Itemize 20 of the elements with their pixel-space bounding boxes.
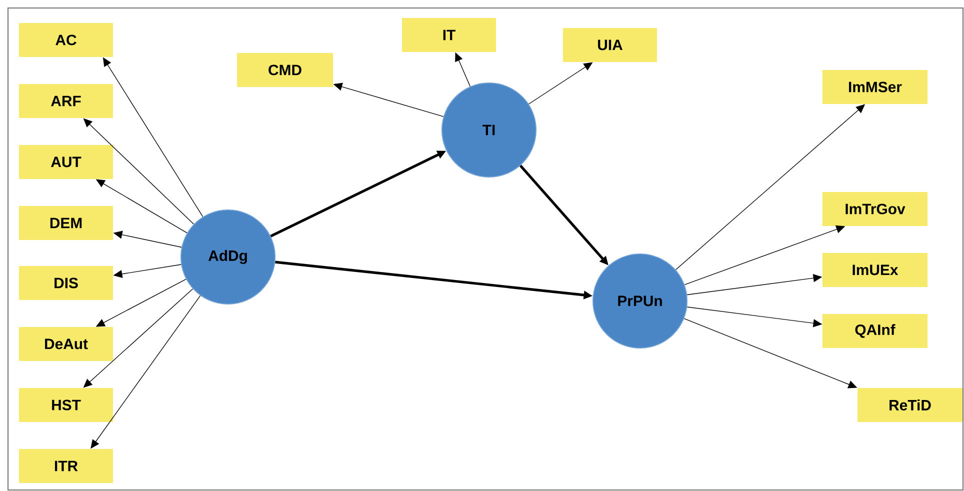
circle-node: PrPUn (592, 253, 688, 348)
label-box: QAInf (822, 314, 928, 348)
label-box: HST (19, 388, 113, 422)
arrow (83, 118, 194, 224)
label-box: ImMSer (822, 70, 928, 104)
label-box: ARF (19, 84, 113, 118)
circle-node: AdDg (180, 209, 276, 304)
label-box: ITR (19, 448, 113, 483)
label-box: DIS (19, 266, 113, 300)
circle-node: TI (442, 82, 536, 178)
label-box: CMD (237, 53, 333, 87)
label-box: AC (19, 23, 113, 57)
label-box: ImTrGov (822, 192, 928, 226)
label-box: ImUEx (822, 252, 928, 287)
label-box: UIA (563, 28, 657, 62)
label-box: DeAut (19, 326, 113, 361)
label-box: IT (402, 18, 496, 52)
label-box: AUT (19, 144, 113, 179)
label-box: DEM (19, 206, 113, 240)
label-box: ReTiD (858, 388, 962, 422)
